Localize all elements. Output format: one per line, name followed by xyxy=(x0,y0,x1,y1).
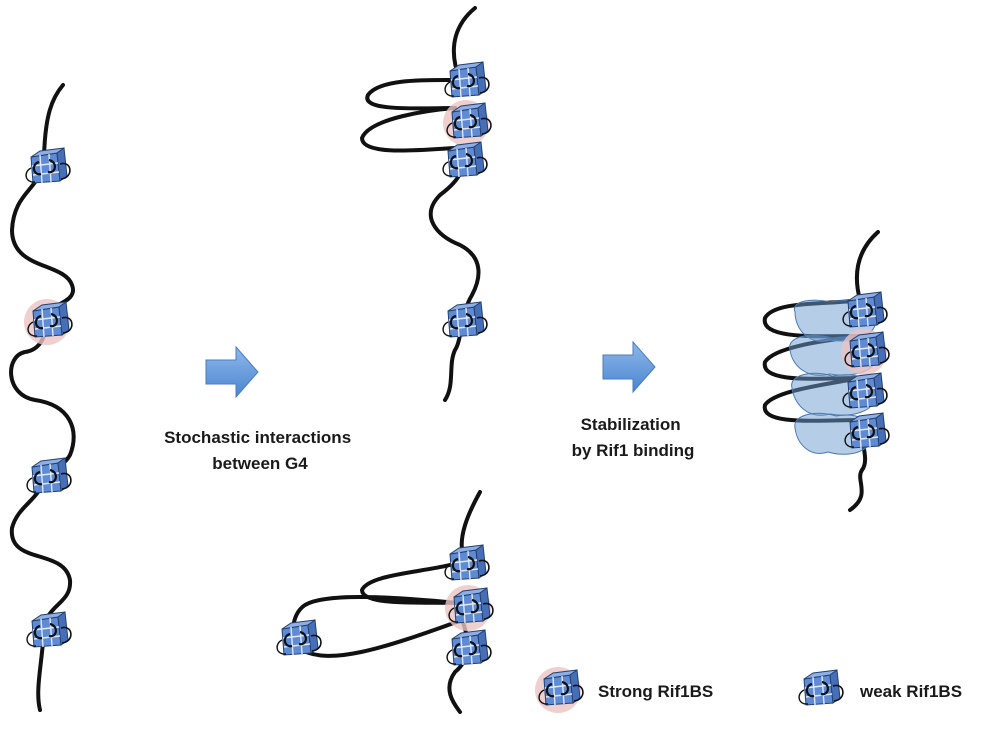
panel-loops-top xyxy=(360,6,491,402)
panel-linear-strand xyxy=(9,83,76,712)
legend-weak-label: weak Rif1BS xyxy=(859,682,962,701)
step-arrow-2 xyxy=(602,341,656,393)
legend-weak-icon xyxy=(797,668,845,707)
legend-strong-icon xyxy=(535,667,583,713)
weak-site-1 xyxy=(24,146,72,185)
panel-stabilized-stack xyxy=(762,230,891,512)
weak-site-6 xyxy=(441,300,489,339)
step2-label: Stabilization by Rif1 binding xyxy=(572,415,695,460)
step1-label: Stochastic interactions between G4 xyxy=(164,428,356,473)
weak-site-8 xyxy=(445,628,493,667)
dna-strand-1 xyxy=(9,83,76,712)
weak-site-7 xyxy=(443,543,491,582)
step-arrow-1 xyxy=(205,346,259,398)
strong-site-1 xyxy=(24,299,72,345)
weak-site-2 xyxy=(25,456,73,495)
legend-strong-label: Strong Rif1BS xyxy=(598,682,713,701)
weak-site-3 xyxy=(25,610,73,649)
legend: Strong Rif1BS weak Rif1BS xyxy=(535,667,962,713)
strong-site-2 xyxy=(443,100,491,146)
strong-site-4 xyxy=(841,329,889,375)
weak-site-4 xyxy=(443,60,491,99)
dna-strand-2 xyxy=(360,6,481,402)
strong-site-3 xyxy=(445,585,493,631)
weak-site-10 xyxy=(841,290,889,329)
panel-loops-bottom xyxy=(275,490,493,714)
weak-site-9 xyxy=(275,618,323,657)
